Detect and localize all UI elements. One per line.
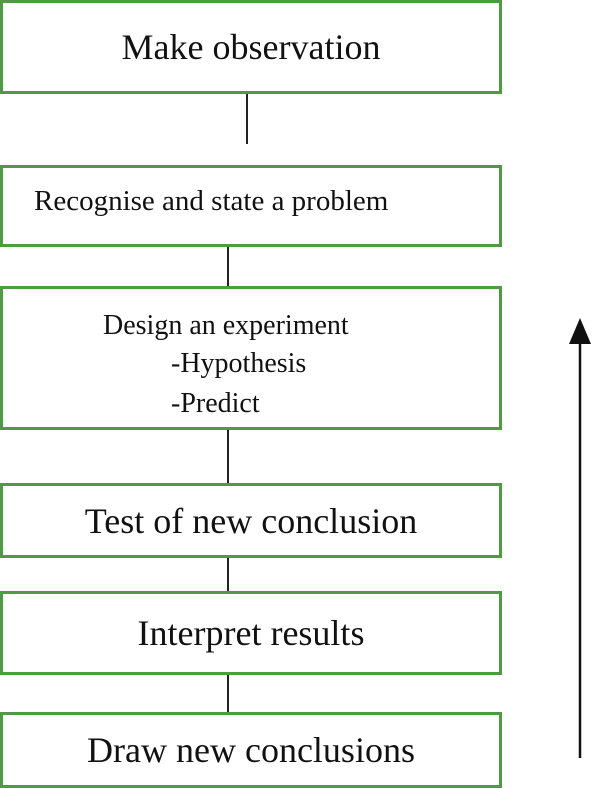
step-sub-item-hypothesis: -Hypothesis <box>171 348 307 379</box>
step-label: Test of new conclusion <box>84 500 418 541</box>
step-interpret-results: Interpret results <box>0 591 502 675</box>
step-make-observation: Make observation <box>0 0 502 94</box>
step-label: Make observation <box>121 27 381 67</box>
step-design-experiment: Design an experiment -Hypothesis -Predic… <box>0 286 502 430</box>
upward-arrow-icon <box>569 318 591 758</box>
connector-line <box>246 94 248 144</box>
step-label: Design an experiment <box>103 310 349 341</box>
step-draw-conclusions: Draw new conclusions <box>0 712 502 788</box>
step-label: Recognise and state a problem <box>34 184 389 217</box>
step-test-conclusion: Test of new conclusion <box>0 483 502 558</box>
step-recognise-problem: Recognise and state a problem <box>0 165 502 247</box>
step-sub-item-predict: -Predict <box>171 388 260 419</box>
connector-line <box>227 247 229 286</box>
connector-line <box>227 558 229 591</box>
connector-line <box>227 675 229 712</box>
connector-line <box>227 430 229 483</box>
step-label: Interpret results <box>137 613 365 653</box>
step-label: Draw new conclusions <box>87 730 415 770</box>
